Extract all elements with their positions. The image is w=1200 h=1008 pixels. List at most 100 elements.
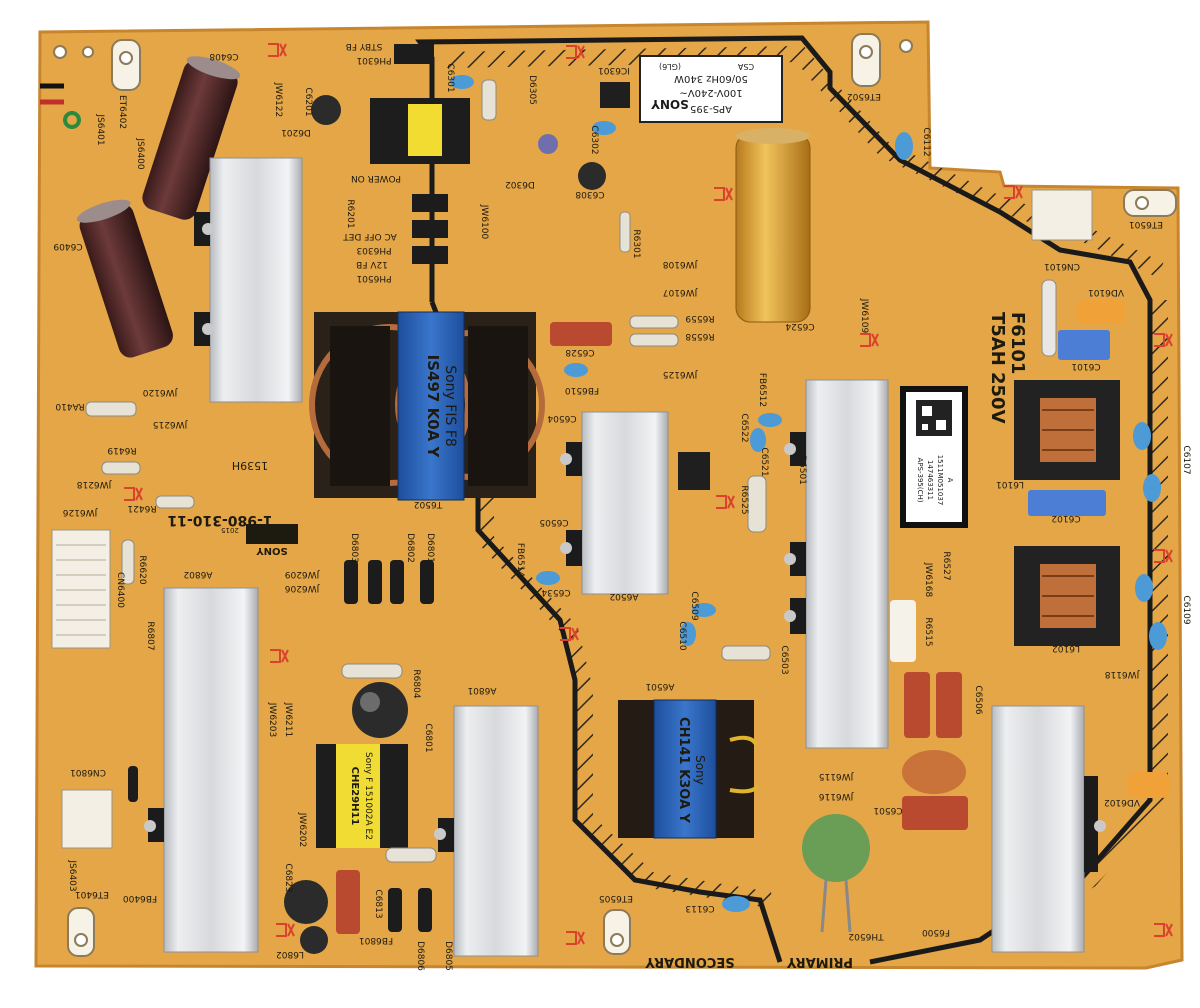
resistors <box>85 79 771 863</box>
ref-d6801: D6801 <box>425 533 435 563</box>
ref-ph6303: PH6303 <box>356 245 391 255</box>
ref-r6515: R6515 <box>923 617 933 646</box>
serial-line-1: APS-395(CH) <box>916 458 924 503</box>
standby-line-1: CHE29H11 <box>349 767 360 826</box>
small-components <box>284 82 1170 954</box>
heatsink-5 <box>453 705 539 957</box>
serial-line-3: 1511M051037 <box>936 455 944 506</box>
sub-transformer-line-2: Sony <box>693 755 707 785</box>
serial-line-4: A <box>946 478 954 483</box>
ref-jw6122: JW6122 <box>273 82 283 117</box>
connector-cn6101 <box>1031 189 1093 241</box>
label-sub: (GL6) <box>659 62 681 71</box>
ref-cn6101: CN6101 <box>1044 261 1080 271</box>
ref-c6501: C6501 <box>873 805 902 815</box>
main-transformer-line-2: Sony FIS F8 <box>442 365 458 447</box>
ref-cn6400: CN6400 <box>115 572 125 608</box>
ref-et6502: ET6502 <box>847 91 881 101</box>
main-transformer: IS497 K0A Y Sony FIS F8 <box>309 311 545 501</box>
ref-l6101: L6101 <box>996 479 1024 489</box>
ref-jw6211: JW6211 <box>283 702 293 737</box>
electrolytic-capacitor-c6408 <box>142 56 241 220</box>
ref-c6801: C6801 <box>423 723 433 752</box>
ref-c6112: C6112 <box>921 127 931 156</box>
ref-jw6168: JW6168 <box>923 562 933 598</box>
ref-ac-off-det: AC OFF DET <box>343 231 397 241</box>
ref-c6308: C6308 <box>575 189 604 199</box>
ref-r6421: R6421 <box>127 503 156 513</box>
ref-r6804: R6804 <box>411 669 421 698</box>
ref-r6301: R6301 <box>631 229 641 258</box>
ref-a6801: A6801 <box>467 685 496 695</box>
ref-r6201: R6201 <box>345 199 355 228</box>
ref-c6509: C6509 <box>689 591 699 620</box>
connector-cn6400 <box>51 529 111 649</box>
zone-markings: SECONDARY PRIMARY <box>645 954 853 969</box>
ref-js6401: JS6401 <box>95 113 105 145</box>
fuse-rating-2: 250V <box>987 372 1008 424</box>
ref-ph6501: PH6501 <box>356 273 391 283</box>
ref-d6803: D6803 <box>349 533 359 563</box>
heatsink-6 <box>991 705 1085 953</box>
ref-et6402: ET6402 <box>117 95 127 129</box>
ref-c6506: C6506 <box>973 685 983 714</box>
ref-et6505: ET6505 <box>599 893 633 903</box>
ref-a6502: A6502 <box>609 591 638 601</box>
board-maker: SONY <box>256 545 288 556</box>
ref-r6559: R6559 <box>685 313 714 323</box>
ref-c6521: C6521 <box>759 447 769 476</box>
board-date-code: 1539H <box>232 459 268 472</box>
ref-d6201: D6201 <box>281 127 311 137</box>
ref-c6504: C6504 <box>547 413 576 423</box>
label-model: APS-395 <box>690 103 732 114</box>
standby-line-2: Sony F 151002A E2 <box>363 752 373 840</box>
ref-jw6115: JW6115 <box>819 771 854 781</box>
ref-js6400: JS6400 <box>135 137 145 170</box>
ref-c6107: C6107 <box>1181 445 1191 474</box>
board-id: 1-980-310-11 GL 6 SONY 2015 1539H <box>167 459 298 556</box>
diodes <box>128 560 434 932</box>
ref-c6813: C6813 <box>373 889 383 918</box>
serial-label: APS-395(CH) 147463311 1511M051037 A <box>900 386 968 528</box>
ref-jw6118: JW6118 <box>1105 669 1141 679</box>
ref-fb6801: FB6801 <box>359 935 393 945</box>
ref-cn6801: CN6801 <box>70 767 106 777</box>
ref-jw6218: JW6218 <box>77 479 113 489</box>
ref-r6620: R6620 <box>137 555 147 584</box>
ceramic-capacitors <box>450 75 1167 912</box>
ref-c6505: C6505 <box>539 517 568 527</box>
ref-ph6301: PH6301 <box>356 55 391 65</box>
ref-12v-fb: 12V FB <box>356 259 388 269</box>
label-rating-2: 50/60Hz 340W <box>674 73 748 84</box>
optocouplers <box>394 44 448 264</box>
ref-vd6102: VD6102 <box>1104 797 1140 807</box>
heatsink-2 <box>581 411 669 595</box>
standby-module: CHE29H11 Sony F 151002A E2 <box>316 744 408 848</box>
ref-fb6510: FB6510 <box>565 385 600 395</box>
ref-r6527: R6527 <box>941 551 951 580</box>
ref-c6524: C6524 <box>785 321 814 331</box>
bulk-capacitor <box>735 128 811 323</box>
connector-cn6801 <box>61 789 113 849</box>
label-cert: CSA <box>737 62 754 71</box>
ref-jw6202: JW6202 <box>297 812 307 847</box>
ref-d6305: D6305 <box>527 75 537 105</box>
ref-f6500: F6500 <box>922 927 950 937</box>
serial-line-2: 147463311 <box>926 460 934 500</box>
ref-d6805: D6805 <box>443 941 453 971</box>
ref-jw6107: JW6107 <box>663 287 698 297</box>
main-transformer-line-1: IS497 K0A Y <box>424 355 442 459</box>
ref-d6302: D6302 <box>505 179 535 189</box>
board-year: 2015 <box>221 526 239 534</box>
ref-c6301: C6301 <box>445 63 455 92</box>
ref-ra410: RA410 <box>55 401 84 411</box>
ref-jw6108: JW6108 <box>663 259 699 269</box>
ref-l6102: L6102 <box>1052 643 1080 653</box>
ref-t6502: T6502 <box>414 499 443 509</box>
ref-r6419: R6419 <box>107 445 136 455</box>
ref-c6102: C6102 <box>1051 513 1080 523</box>
heatsink-4 <box>163 587 259 953</box>
ref-jw6215: JW6215 <box>153 419 188 429</box>
silkscreen-refs: C6408 ET6402 JS6401 JS6400 C6409 JW6122 … <box>53 41 1191 971</box>
